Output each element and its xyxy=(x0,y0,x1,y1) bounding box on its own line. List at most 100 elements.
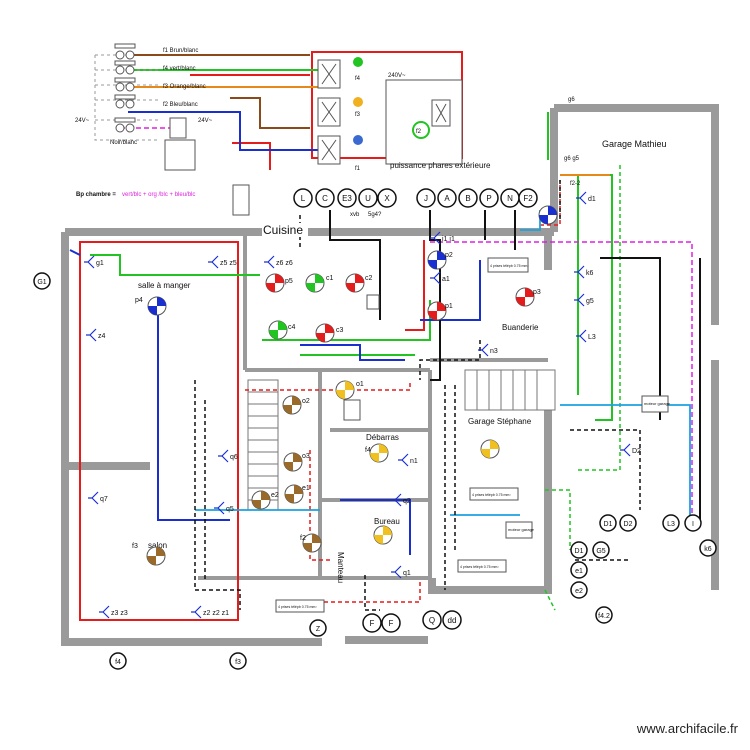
svg-text:i1 i1: i1 i1 xyxy=(442,236,455,243)
fixture-label: p1 xyxy=(445,303,453,310)
svg-text:f3: f3 xyxy=(235,659,241,666)
pushbutton-legend: f1 Brun/blanc f4 vert/blanc f3 Orange/bl… xyxy=(75,43,250,216)
wiring-black xyxy=(329,210,701,520)
light-fixture xyxy=(251,490,271,510)
terminal-q: Q xyxy=(422,610,442,630)
legend-line-4: f2 Bleu/blanc xyxy=(163,102,198,108)
legend-line-5: Noir/blanc xyxy=(110,140,137,146)
fixture-label: o3 xyxy=(302,453,310,460)
terminal-p: P xyxy=(479,188,499,208)
terminal-a: A xyxy=(437,188,457,208)
terminal-f: F xyxy=(362,613,382,633)
wiring-magenta xyxy=(120,127,693,515)
svg-text:F2: F2 xyxy=(523,194,533,203)
switch: z6 z6 xyxy=(264,255,293,269)
relay-f4-icon xyxy=(353,57,363,67)
label-f2-2: f2-2 xyxy=(570,181,581,187)
room-garage-stephane: Garage Stéphane xyxy=(468,417,532,426)
prises-label-4: 4 prises télépb 0.75 mm² xyxy=(278,605,317,609)
fixture-label: f4 xyxy=(365,447,371,454)
legend-line-3: f3 Orange/blanc xyxy=(163,84,206,90)
light-fixture xyxy=(315,323,335,343)
room-salon: salon xyxy=(148,541,167,550)
voltage-left: 24V~ xyxy=(75,118,90,124)
terminal-i: I xyxy=(684,514,702,532)
terminal-c: C xyxy=(315,188,335,208)
fixture-label: c3 xyxy=(336,327,344,334)
svg-text:e2: e2 xyxy=(575,588,583,595)
switch: L3 xyxy=(576,329,596,343)
relay-f3-icon xyxy=(353,97,363,107)
svg-text:q2: q2 xyxy=(403,498,411,505)
svg-text:z2 z2 z1: z2 z2 z1 xyxy=(203,610,229,617)
switch: D2 xyxy=(620,443,641,457)
svg-text:L: L xyxy=(301,194,306,203)
wiring-brown xyxy=(128,54,310,129)
terminal-d2: D2 xyxy=(619,514,637,532)
svg-text:k6: k6 xyxy=(704,546,712,553)
legend-line-2: f4 vert/blanc xyxy=(163,66,196,72)
terminal-j: J xyxy=(416,188,436,208)
legend-line-1: f1 Brun/blanc xyxy=(163,48,198,54)
svg-text:D2: D2 xyxy=(624,521,633,528)
fixture-label: f2 xyxy=(300,535,306,542)
fixture-label: p2 xyxy=(445,252,453,259)
svg-text:q5: q5 xyxy=(226,506,234,513)
watermark: www.archifacile.fr xyxy=(636,721,738,736)
svg-text:z6 z6: z6 z6 xyxy=(276,260,293,267)
switch: z4 xyxy=(86,328,106,342)
svg-text:D1: D1 xyxy=(604,521,613,528)
terminal-g5: G5 xyxy=(592,541,610,559)
svg-text:F: F xyxy=(370,619,375,628)
fixture-label: o1 xyxy=(356,381,364,388)
svg-text:C: C xyxy=(322,194,328,203)
switch: a1 xyxy=(430,271,450,285)
relay-label-f1: f1 xyxy=(355,166,361,172)
svg-text:Z: Z xyxy=(316,626,321,633)
svg-text:g1: g1 xyxy=(96,260,104,267)
light-fixture xyxy=(283,452,303,472)
svg-text:q6: q6 xyxy=(230,454,238,461)
fixture-label: e1 xyxy=(302,485,310,492)
light-fixture xyxy=(427,250,447,270)
prises-label-3: 4 prises télépb 0.75 mm² xyxy=(460,565,499,569)
fixture-label: p4 xyxy=(135,297,143,304)
svg-text:D1: D1 xyxy=(575,548,584,555)
light-fixture xyxy=(427,301,447,321)
terminal-u: U xyxy=(358,188,378,208)
bp-chambre-value: vert/blc + org /blc + bleu/blc xyxy=(122,192,195,198)
svg-text:n1: n1 xyxy=(410,458,418,465)
top-small-label: 5g4? xyxy=(368,212,382,218)
fixture-label: c4 xyxy=(288,324,296,331)
switch: z5 z5 xyxy=(208,255,237,269)
room-buanderie: Buanderie xyxy=(502,323,539,332)
terminal-e3: E3 xyxy=(337,188,357,208)
wiring-green xyxy=(90,69,613,421)
svg-text:U: U xyxy=(365,194,371,203)
terminal-dd: dd xyxy=(442,610,462,630)
svg-text:f4: f4 xyxy=(115,659,121,666)
switch: k6 xyxy=(574,265,594,279)
svg-text:n3: n3 xyxy=(490,348,498,355)
fixture-label: f3 xyxy=(132,543,138,550)
switch: q6 xyxy=(218,449,238,463)
light-fixture xyxy=(147,296,167,316)
puissance-label: puissance phares extérieure xyxy=(390,161,491,170)
light-fixture xyxy=(538,205,558,225)
svg-text:F: F xyxy=(389,619,394,628)
label-g6g5: g6 g5 xyxy=(564,156,580,162)
terminal-n: N xyxy=(500,188,520,208)
prises-label-1: 4 prises télépb 0.75 mm² xyxy=(490,264,529,268)
label-g6: g6 xyxy=(568,97,575,103)
relay-label-f3: f3 xyxy=(355,112,361,118)
switch: q7 xyxy=(88,491,108,505)
svg-text:E3: E3 xyxy=(342,194,352,203)
room-debarras: Débarras xyxy=(366,433,399,442)
light-fixture xyxy=(282,395,302,415)
voltage-240: 240V~ xyxy=(388,73,406,79)
